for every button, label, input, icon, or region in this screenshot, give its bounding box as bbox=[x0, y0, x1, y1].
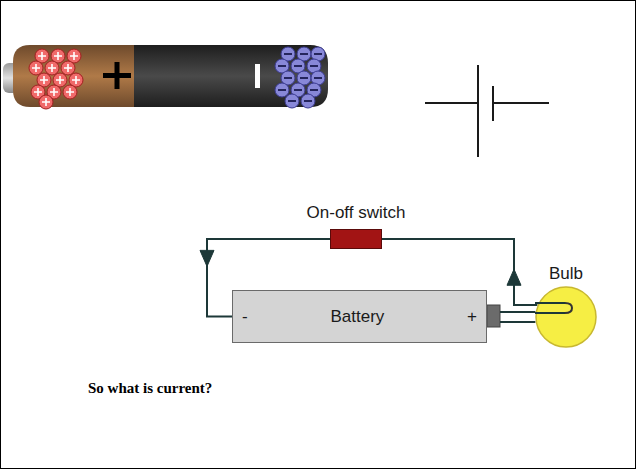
minus-mark bbox=[278, 89, 286, 91]
minus-mark bbox=[294, 65, 302, 67]
minus-sign bbox=[255, 64, 260, 88]
minus-mark bbox=[310, 65, 318, 67]
battery-negative-half bbox=[134, 45, 328, 107]
positive-charge bbox=[61, 61, 75, 75]
positive-charge bbox=[39, 95, 53, 109]
minus-mark bbox=[314, 77, 322, 79]
battery-box: - Battery + bbox=[232, 290, 487, 343]
plus-mark bbox=[70, 52, 78, 60]
minus-mark bbox=[278, 65, 286, 67]
terminal-sign: + bbox=[467, 307, 477, 327]
minus-mark bbox=[284, 53, 292, 55]
plus-mark bbox=[40, 76, 48, 84]
caption: So what is current? bbox=[88, 380, 212, 397]
positive-charges bbox=[29, 49, 83, 109]
plus-mark bbox=[34, 88, 42, 96]
battery-illustration bbox=[3, 45, 328, 109]
switch-box: On-off switch bbox=[330, 229, 382, 249]
plus-mark bbox=[50, 88, 58, 96]
terminal-sign: - bbox=[242, 307, 248, 327]
plus-mark bbox=[38, 52, 46, 60]
battery-body: - Battery + bbox=[232, 290, 487, 343]
minus-mark bbox=[314, 53, 322, 55]
minus-mark bbox=[300, 77, 308, 79]
bulb-symbol bbox=[535, 286, 597, 348]
plus-mark bbox=[66, 88, 74, 96]
negative-charges bbox=[275, 47, 325, 108]
plus-sign bbox=[115, 62, 120, 89]
minus-mark bbox=[284, 77, 292, 79]
minus-mark bbox=[310, 89, 318, 91]
switch-label: On-off switch bbox=[307, 203, 406, 223]
positive-charge bbox=[63, 85, 77, 99]
plus-mark bbox=[42, 98, 50, 106]
plus-mark bbox=[54, 52, 62, 60]
plus-mark bbox=[48, 64, 56, 72]
plus-mark bbox=[64, 64, 72, 72]
minus-mark bbox=[304, 100, 312, 102]
positive-charge bbox=[45, 61, 59, 75]
bulb: Bulb bbox=[535, 264, 597, 348]
plus-mark bbox=[56, 76, 64, 84]
plus-mark bbox=[72, 76, 80, 84]
battery-positive-half bbox=[13, 45, 134, 107]
plus-mark bbox=[32, 64, 40, 72]
bulb-label: Bulb bbox=[535, 264, 597, 286]
negative-charge bbox=[285, 94, 299, 108]
battery-symbol bbox=[425, 65, 549, 157]
minus-mark bbox=[300, 53, 308, 55]
switch-symbol bbox=[330, 229, 382, 249]
wire bbox=[500, 312, 535, 322]
negative-charge bbox=[275, 83, 289, 97]
negative-charge bbox=[301, 94, 315, 108]
positive-charge bbox=[29, 61, 43, 75]
minus-mark bbox=[294, 89, 302, 91]
minus-mark bbox=[288, 100, 296, 102]
battery-terminal bbox=[487, 305, 500, 327]
battery-label: Battery bbox=[330, 307, 384, 327]
